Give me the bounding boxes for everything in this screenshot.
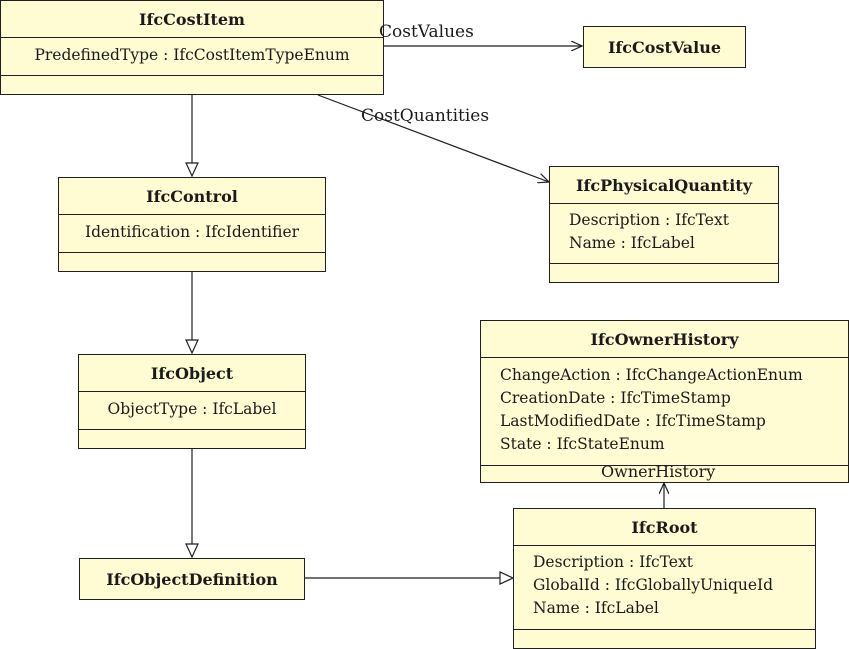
attribute-list: Identification : IfcIdentifier bbox=[59, 214, 325, 253]
cost-quantities-association bbox=[317, 94, 549, 182]
class-name: IfcPhysicalQuantity bbox=[575, 175, 753, 195]
class-ifc-control: IfcControl Identification : IfcIdentifie… bbox=[58, 177, 326, 272]
attribute: Name : IfcLabel bbox=[569, 234, 695, 252]
attribute: State : IfcStateEnum bbox=[500, 435, 665, 453]
class-name: IfcRoot bbox=[631, 517, 698, 537]
class-ifc-physical-quantity: IfcPhysicalQuantity Description : IfcTex… bbox=[549, 166, 779, 283]
attribute: ChangeAction : IfcChangeActionEnum bbox=[500, 366, 803, 384]
attribute: Identification : IfcIdentifier bbox=[84, 223, 300, 241]
attribute: Description : IfcText bbox=[533, 553, 693, 571]
class-ifc-object-definition: IfcObjectDefinition bbox=[79, 558, 305, 600]
class-name: IfcControl bbox=[146, 186, 238, 206]
attribute: Description : IfcText bbox=[569, 211, 729, 229]
attribute-list: Description : IfcText GlobalId : IfcGlob… bbox=[514, 545, 815, 630]
attribute-list: PredefinedType : IfcCostItemTypeEnum bbox=[1, 37, 383, 76]
attribute: CreationDate : IfcTimeStamp bbox=[500, 389, 731, 407]
generalization-arrowhead bbox=[185, 162, 199, 178]
class-name: IfcObject bbox=[150, 363, 234, 383]
class-ifc-owner-history: IfcOwnerHistory ChangeAction : IfcChange… bbox=[480, 320, 849, 483]
role-label-owner-history: OwnerHistory bbox=[601, 462, 716, 481]
class-ifc-cost-item: IfcCostItem PredefinedType : IfcCostItem… bbox=[0, 0, 384, 95]
attribute-list: Description : IfcText Name : IfcLabel bbox=[550, 203, 778, 264]
class-name: IfcObjectDefinition bbox=[106, 569, 278, 589]
attribute-list: ChangeAction : IfcChangeActionEnum Creat… bbox=[481, 357, 848, 466]
class-ifc-root: IfcRoot Description : IfcText GlobalId :… bbox=[513, 508, 816, 649]
attribute: Name : IfcLabel bbox=[533, 599, 659, 617]
attribute: ObjectType : IfcLabel bbox=[107, 400, 277, 418]
class-name: IfcOwnerHistory bbox=[590, 329, 739, 349]
class-name: IfcCostItem bbox=[139, 9, 245, 29]
attribute: PredefinedType : IfcCostItemTypeEnum bbox=[34, 46, 350, 64]
generalization-arrowhead bbox=[185, 543, 199, 559]
class-ifc-cost-value: IfcCostValue bbox=[583, 26, 746, 68]
class-name: IfcCostValue bbox=[607, 37, 722, 57]
attribute-list: ObjectType : IfcLabel bbox=[79, 391, 305, 430]
class-ifc-object: IfcObject ObjectType : IfcLabel bbox=[78, 354, 306, 449]
role-label-cost-values: CostValues bbox=[379, 22, 474, 42]
generalization-arrowhead bbox=[499, 571, 515, 585]
role-label-cost-quantities: CostQuantities bbox=[361, 106, 490, 126]
generalization-arrowhead bbox=[185, 339, 199, 355]
attribute: GlobalId : IfcGloballyUniqueId bbox=[533, 576, 774, 594]
attribute: LastModifiedDate : IfcTimeStamp bbox=[500, 412, 766, 430]
